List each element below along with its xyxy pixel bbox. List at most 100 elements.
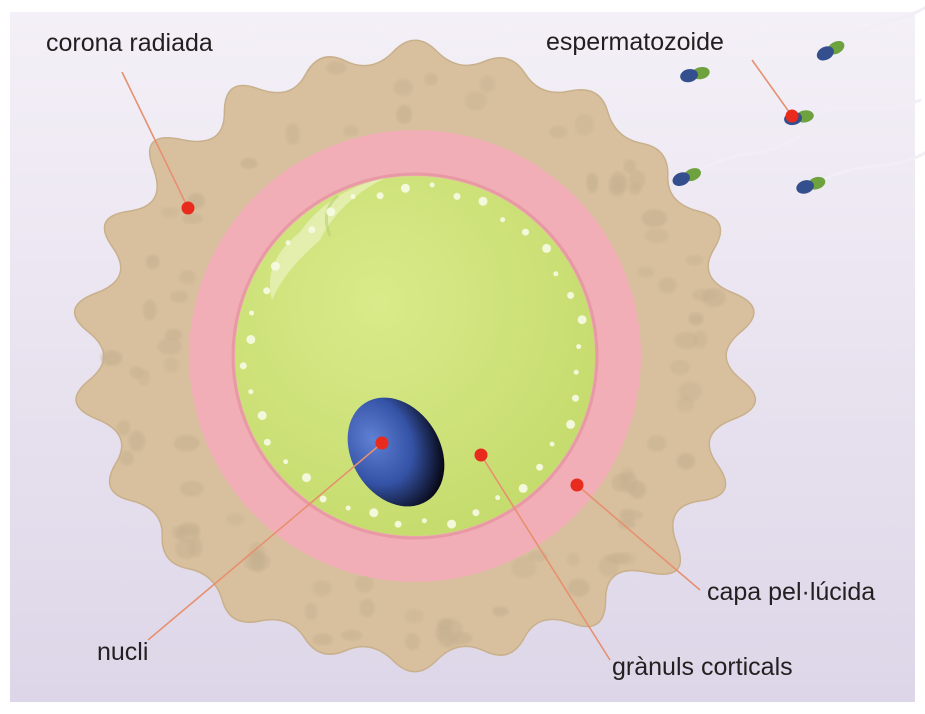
cortical-granule [320, 496, 327, 503]
follicle-cell [694, 330, 708, 348]
cortical-granule [422, 518, 427, 523]
follicle-cell [341, 630, 362, 641]
follicle-cell [174, 435, 200, 452]
cortical-granule [576, 344, 581, 349]
cortical-granule [249, 311, 254, 316]
follicle-cell [117, 420, 130, 436]
cortical-granule [500, 217, 505, 222]
dot-marker-icon [571, 479, 584, 492]
follicle-cell [670, 360, 690, 375]
follicle-cell [360, 599, 375, 618]
label-granuls-corticals: grànuls corticals [612, 655, 793, 680]
dot-marker-icon [182, 202, 195, 215]
follicle-cell [305, 603, 318, 621]
follicle-cell [172, 526, 186, 540]
follicle-cell [586, 173, 598, 193]
cortical-granule [578, 315, 587, 324]
cortical-granule [240, 362, 247, 369]
cortical-granule [248, 389, 253, 394]
follicle-cell [343, 125, 358, 136]
cortical-granule [283, 459, 288, 464]
follicle-cell [165, 329, 182, 341]
follicle-cell [396, 105, 412, 124]
follicle-cell [641, 210, 667, 228]
follicle-cell [599, 556, 619, 578]
follicle-cell [143, 300, 157, 321]
cortical-granule [479, 197, 488, 206]
follicle-cell [637, 267, 654, 278]
cortical-granule [263, 287, 270, 294]
follicle-cell [326, 61, 347, 75]
cortical-granule [308, 226, 315, 233]
label-capa-pellucida: capa pel·lúcida [707, 580, 875, 605]
follicle-cell [146, 254, 160, 269]
label-espermatozoide: espermatozoide [546, 30, 724, 55]
cortical-granule [495, 495, 500, 500]
cortical-granule [258, 411, 267, 420]
cortical-granule [447, 520, 456, 529]
cortical-granule [574, 370, 579, 375]
follicle-cell [645, 228, 669, 243]
cortical-granule [326, 207, 335, 216]
cortical-granule [302, 473, 311, 482]
cortical-granule [264, 439, 271, 446]
follicle-cell [647, 435, 666, 451]
follicle-cell [549, 126, 567, 139]
cortical-granule [346, 506, 351, 511]
follicle-cell [628, 481, 646, 499]
follicle-cell [620, 510, 643, 521]
cortical-granule [522, 229, 529, 236]
cortical-granule [351, 194, 356, 199]
follicle-cell [575, 114, 595, 135]
follicle-cell [312, 580, 331, 597]
follicle-cell [688, 312, 703, 325]
follicle-cell [676, 396, 694, 413]
follicle-cell [164, 357, 180, 373]
follicle-cell [405, 633, 421, 650]
follicle-cell [685, 255, 703, 266]
follicle-cell [312, 634, 332, 646]
follicle-cell [479, 76, 495, 93]
follicle-cell [161, 207, 180, 218]
cortical-granule [572, 395, 579, 402]
follicle-cell [170, 291, 188, 303]
follicle-cell [465, 91, 487, 110]
follicle-cell [138, 369, 150, 386]
cortical-granule [271, 262, 280, 271]
cortical-granule [472, 509, 479, 516]
dot-marker-icon [376, 437, 389, 450]
cortical-granule [553, 271, 558, 276]
cortical-granule [550, 442, 555, 447]
cortical-granule [377, 192, 384, 199]
cortical-granule [430, 182, 435, 187]
follicle-cell [128, 431, 145, 452]
follicle-cell [450, 632, 472, 644]
dot-marker-icon [786, 110, 799, 123]
cortical-granule [395, 521, 402, 528]
cortical-granule [519, 484, 528, 493]
cortical-granule [286, 240, 291, 245]
follicle-cell [658, 277, 676, 293]
follicle-cell [567, 553, 581, 567]
follicle-cell [609, 184, 624, 197]
follicle-cell [188, 538, 202, 558]
follicle-cell [285, 123, 299, 145]
cortical-granule [566, 420, 575, 429]
follicle-cell [158, 338, 182, 355]
cortical-granule [542, 244, 551, 253]
follicle-cell [492, 606, 508, 616]
cortical-granule [567, 292, 574, 299]
follicle-cell [568, 579, 590, 597]
cortical-granule [369, 508, 378, 517]
follicle-cell [226, 513, 245, 526]
cortical-granule [401, 184, 410, 193]
follicle-cell [692, 289, 717, 302]
follicle-cell [629, 170, 646, 189]
follicle-cell [120, 451, 135, 466]
follicle-cell [393, 79, 412, 96]
cortical-granule [246, 335, 255, 344]
follicle-cell [677, 453, 695, 470]
follicle-cell [241, 158, 258, 169]
